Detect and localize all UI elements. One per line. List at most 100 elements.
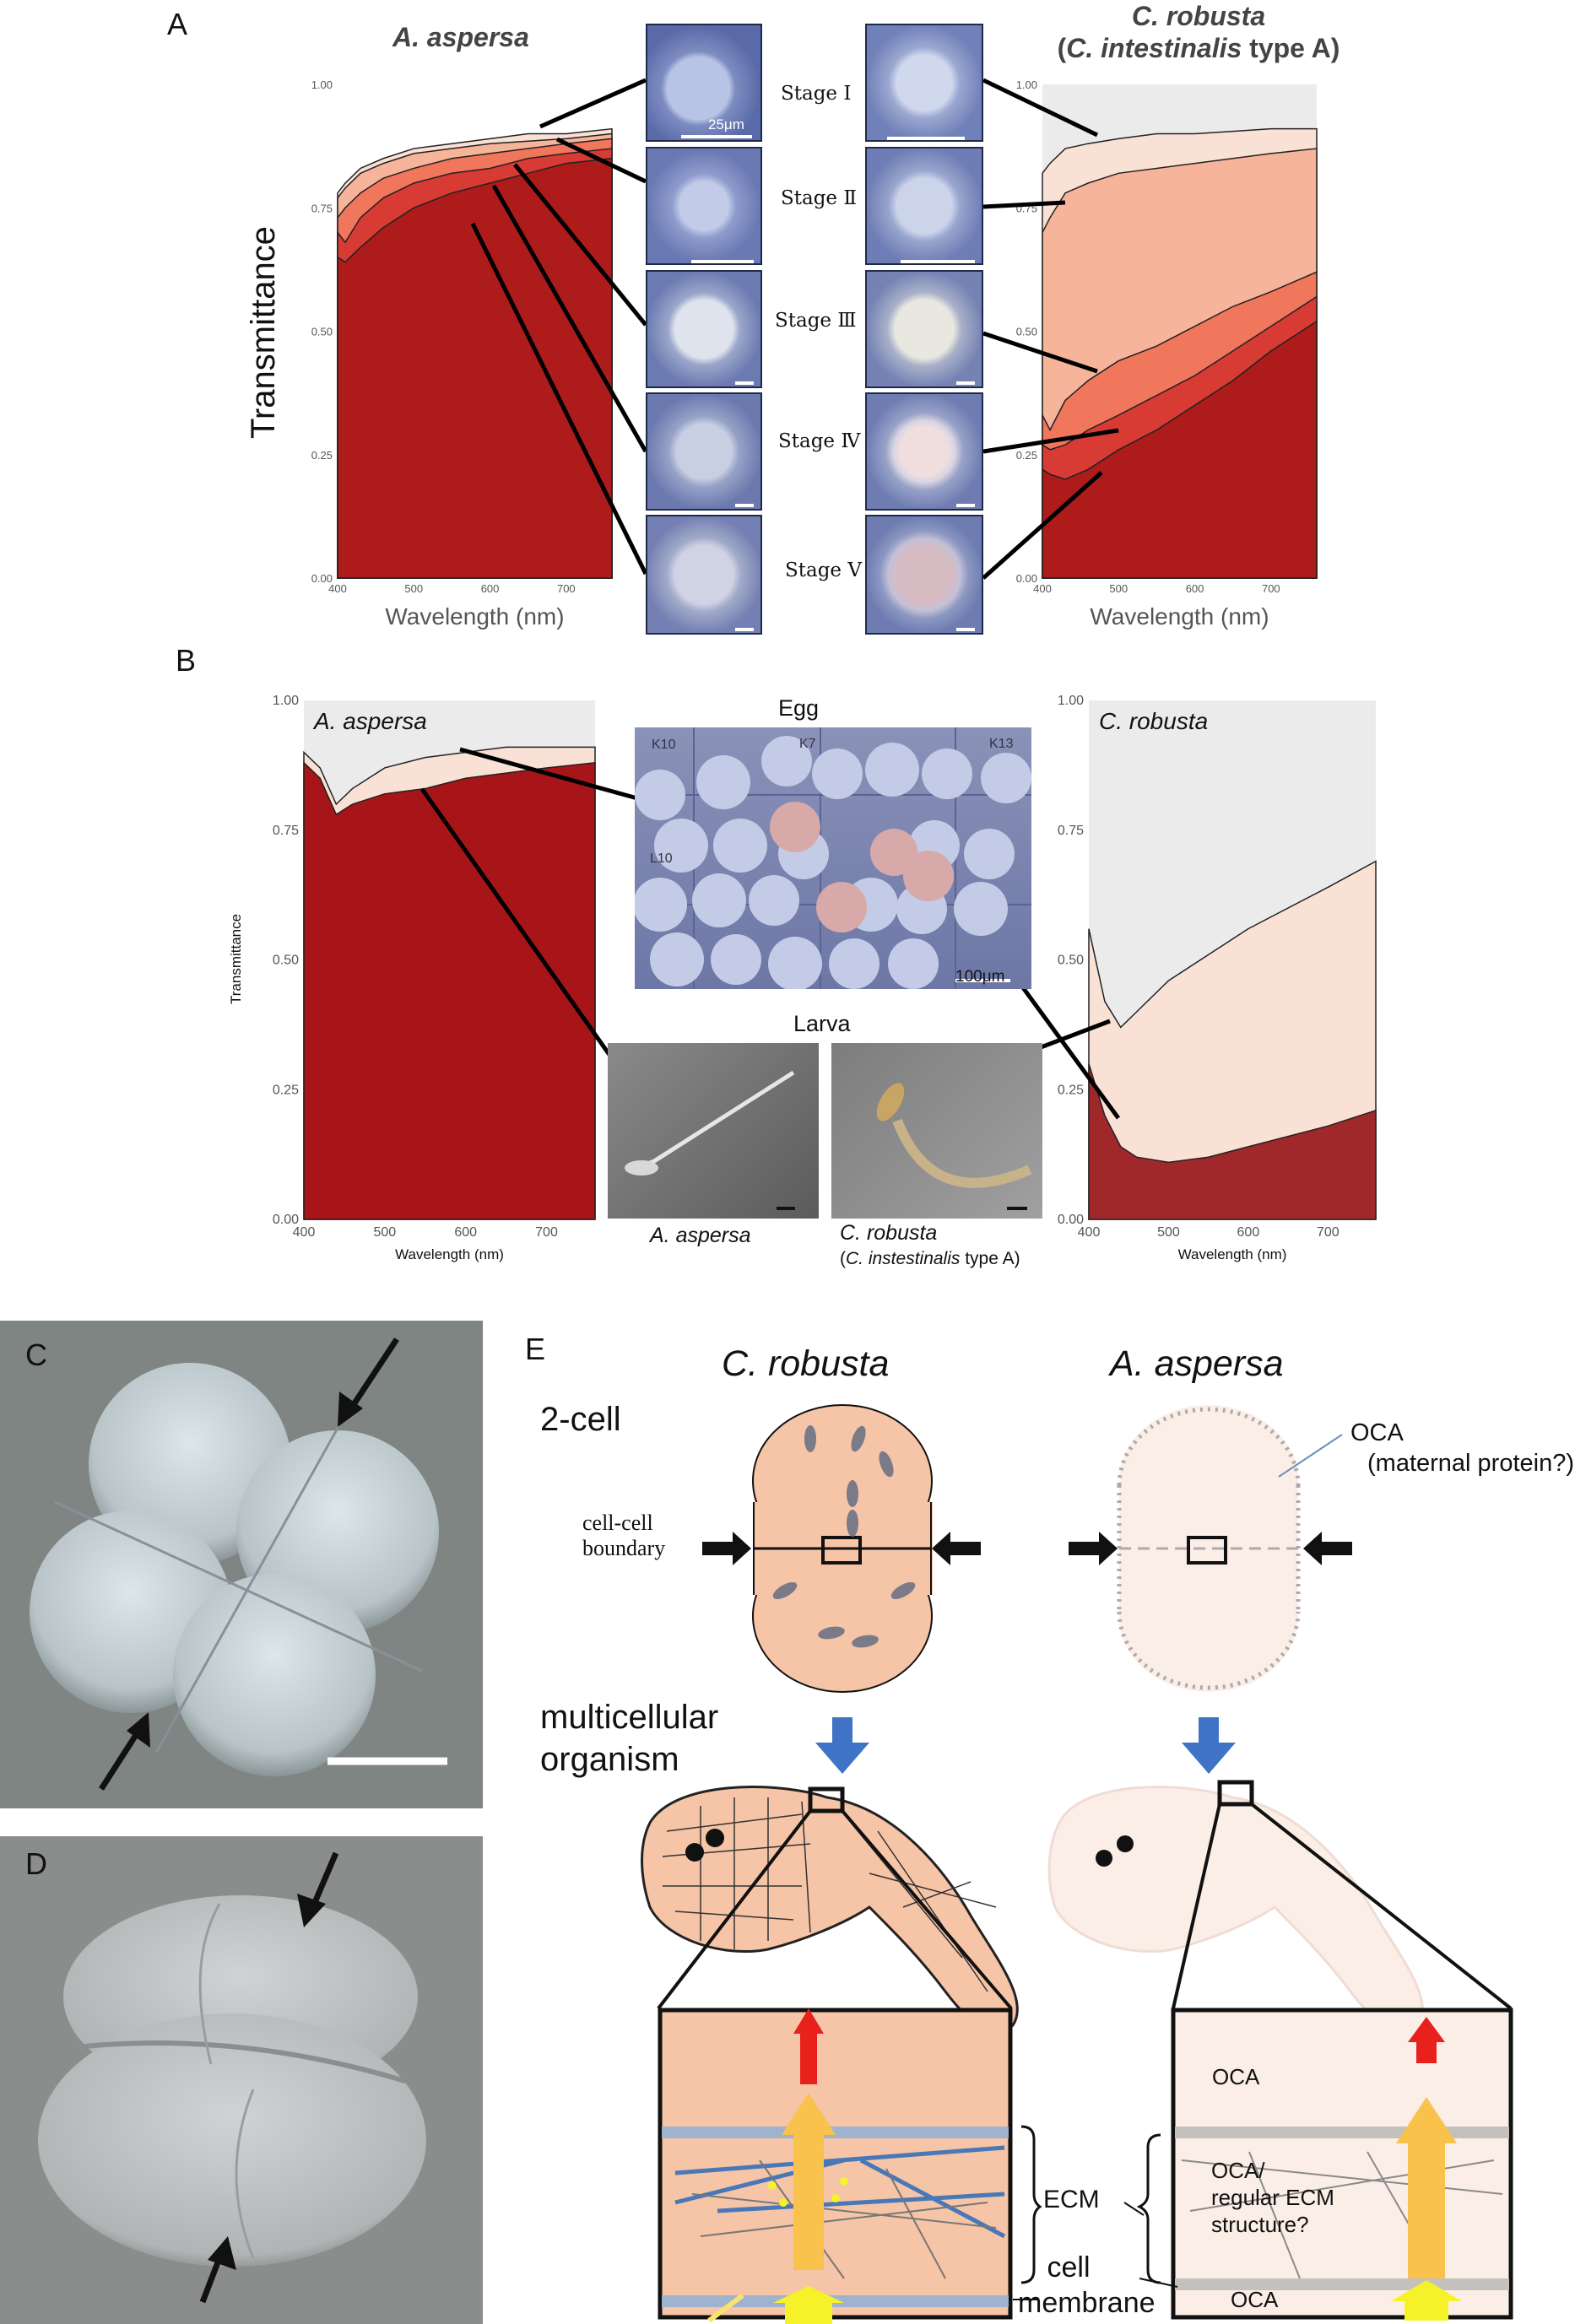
sub-prefix: (: [1057, 33, 1067, 63]
chart-title: A. aspersa: [312, 708, 427, 734]
multicellular-label: multicellular organism: [540, 1696, 718, 1781]
x-axis-label: Wavelength (nm): [385, 603, 564, 630]
stage5-aspersa-photo: [646, 515, 762, 635]
panel-label-b: B: [176, 643, 197, 678]
x-tick-label: 400: [293, 1225, 316, 1240]
ecm-label: ECM: [1043, 2186, 1100, 2213]
oca-line1: OCA: [1350, 1419, 1404, 1446]
panel-d-photo: D: [0, 1836, 483, 2324]
larva-right-caption: C. robusta: [840, 1221, 938, 1245]
cell-membrane-label: cell membrane: [1018, 2250, 1156, 2321]
connector-line: [982, 471, 1103, 580]
scale-bar: [956, 381, 975, 385]
connector-line: [539, 78, 647, 129]
four-cell-embryo: [30, 1338, 447, 1791]
x-tick-label: 600: [454, 1225, 477, 1240]
multicellular-line2: organism: [540, 1741, 679, 1778]
sub-suffix: type A): [960, 1249, 1020, 1268]
larva-title: Larva: [793, 1011, 851, 1036]
panel-a-left-species: A. aspersa: [392, 22, 529, 52]
blue-arrow-right: [1182, 1717, 1236, 1774]
stage3-robusta-photo: [865, 270, 983, 388]
x-axis-label: Wavelength (nm): [1178, 1246, 1287, 1262]
larva-left-caption: A. aspersa: [650, 1224, 751, 1247]
egg-grid-label: K10: [652, 738, 676, 752]
panel-label-a: A: [167, 7, 188, 41]
connector-line: [982, 428, 1119, 454]
scale-bar: [901, 260, 975, 263]
inset-mid-line3: structure?: [1211, 2212, 1309, 2237]
egg-scale-text: 100μm: [955, 968, 1004, 986]
panel-label-c: C: [25, 1338, 47, 1372]
y-tick-label: 0.25: [273, 1083, 299, 1097]
stage2-aspersa-photo: [646, 147, 762, 265]
stage3-aspersa-photo: [646, 270, 762, 388]
x-tick-label: 500: [404, 582, 423, 595]
panel-c-photo: C: [0, 1321, 483, 1808]
y-tick-label: 0.25: [311, 449, 333, 462]
scale-bar: [735, 381, 754, 385]
y-tick-label: 1.00: [273, 694, 299, 708]
stage4-aspersa-photo: [646, 392, 762, 511]
y-tick-label: 0.00: [1058, 1213, 1084, 1227]
connector-line: [982, 78, 1099, 138]
egg-photo-drawing: K10 K7 K13 L10 100μm: [635, 727, 1031, 989]
chart-title: C. robusta: [1099, 708, 1208, 734]
panel-label-d: D: [25, 1846, 47, 1881]
y-tick-label: 0.00: [273, 1213, 299, 1227]
egg-photo: K10 K7 K13 L10 100μm: [635, 727, 1031, 989]
cell-boundary-label: cell-cell boundary: [582, 1511, 665, 1561]
y-tick-label: 1.00: [1016, 78, 1037, 91]
x-tick-label: 600: [1237, 1225, 1260, 1240]
oca-line2: (maternal protein?): [1367, 1450, 1574, 1477]
cell-membrane-line2: membrane: [1018, 2287, 1156, 2319]
x-tick-label: 700: [535, 1225, 558, 1240]
cell-boundary-line2: boundary: [582, 1536, 666, 1560]
inset-oca-top: OCA: [1212, 2064, 1260, 2089]
y-tick-label: 1.00: [311, 78, 333, 91]
robusta-two-cell: [702, 1404, 981, 1693]
panel-label-e: E: [525, 1332, 546, 1366]
series-area-5: [337, 157, 613, 579]
panel-a-right-species: C. robusta: [1131, 1, 1266, 31]
sub-italic: C. intestinalis: [1066, 33, 1242, 63]
aspersa-ecm-inset: [1171, 2008, 1513, 2321]
x-tick-label: 600: [481, 582, 500, 595]
connector-line: [982, 200, 1066, 209]
stage2-robusta-photo: [865, 147, 983, 265]
scale-bar: [956, 628, 975, 631]
x-tick-label: 500: [1109, 582, 1128, 595]
scale-bar: [956, 504, 975, 507]
stage-label-5: Stage Ⅴ: [785, 559, 862, 581]
blue-arrow-left: [815, 1717, 869, 1774]
egg-grid-label: L10: [650, 851, 673, 866]
x-tick-label: 400: [1078, 1225, 1101, 1240]
x-tick-label: 700: [1262, 582, 1280, 595]
pigment-granules: [772, 1425, 916, 1648]
two-cell-label: 2-cell: [540, 1401, 621, 1438]
sub-suffix: type A): [1242, 33, 1340, 63]
stage-label-3: Stage Ⅲ: [775, 310, 857, 332]
sub-prefix: (: [840, 1249, 846, 1268]
inset-mid-line2: regular ECM: [1211, 2185, 1334, 2210]
stage1-robusta-photo: [865, 24, 983, 142]
y-tick-label: 0.50: [1016, 326, 1037, 338]
larva-robusta-drawing: [876, 1083, 1032, 1210]
series-area-5: [1042, 320, 1318, 579]
x-tick-label: 500: [373, 1225, 396, 1240]
cell-membrane-line1: cell: [1047, 2251, 1091, 2283]
eggs-pigmented: [770, 802, 954, 932]
larva-aspersa-photo: [608, 1043, 819, 1219]
x-tick-label: 600: [1186, 582, 1204, 595]
scale-bar: [887, 137, 965, 140]
egg-grid-label: K13: [989, 737, 1014, 751]
panel-e-left-title: C. robusta: [722, 1343, 890, 1384]
larva-aspersa-drawing: [625, 1070, 795, 1210]
egg-title: Egg: [778, 695, 820, 721]
y-tick-label: 0.50: [311, 326, 333, 338]
